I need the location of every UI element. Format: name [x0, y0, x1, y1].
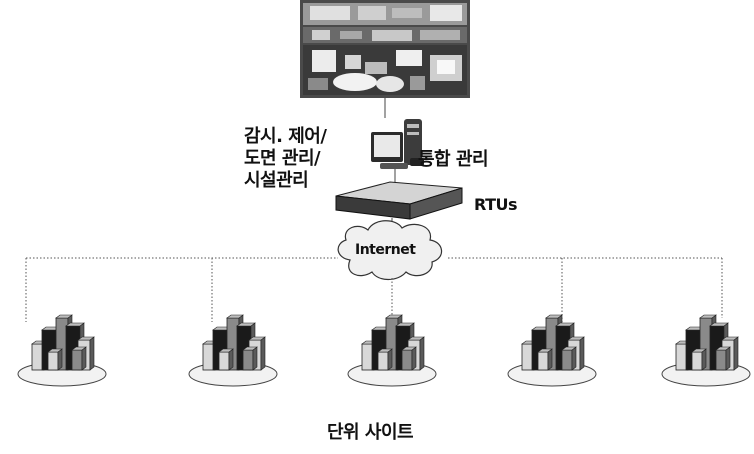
unit-site-icon	[188, 314, 278, 387]
pc-icon	[371, 119, 424, 169]
distribution-bus	[25, 257, 723, 322]
unit-site-icon	[17, 314, 107, 387]
rtus-label: RTUs	[474, 195, 518, 214]
operations-label-line-3: 시설관리	[244, 170, 309, 191]
unit-site-icon	[347, 314, 437, 387]
internet-label: Internet	[355, 242, 416, 258]
unit-site-icon	[507, 314, 597, 387]
rtu-device	[335, 181, 463, 220]
control-room-photo	[300, 0, 470, 98]
operations-label-line-1: 감시. 제어/	[244, 126, 327, 147]
internet-cloud	[337, 220, 443, 281]
operations-label: 감시. 제어/ 도면 관리/ 시설관리	[244, 126, 327, 192]
unit-site-icon	[661, 314, 751, 387]
integrated-management-label: 통합 관리	[418, 149, 489, 170]
unit-site-label: 단위 사이트	[327, 422, 414, 443]
unit-sites	[17, 314, 751, 387]
operations-label-line-2: 도면 관리/	[244, 148, 321, 169]
